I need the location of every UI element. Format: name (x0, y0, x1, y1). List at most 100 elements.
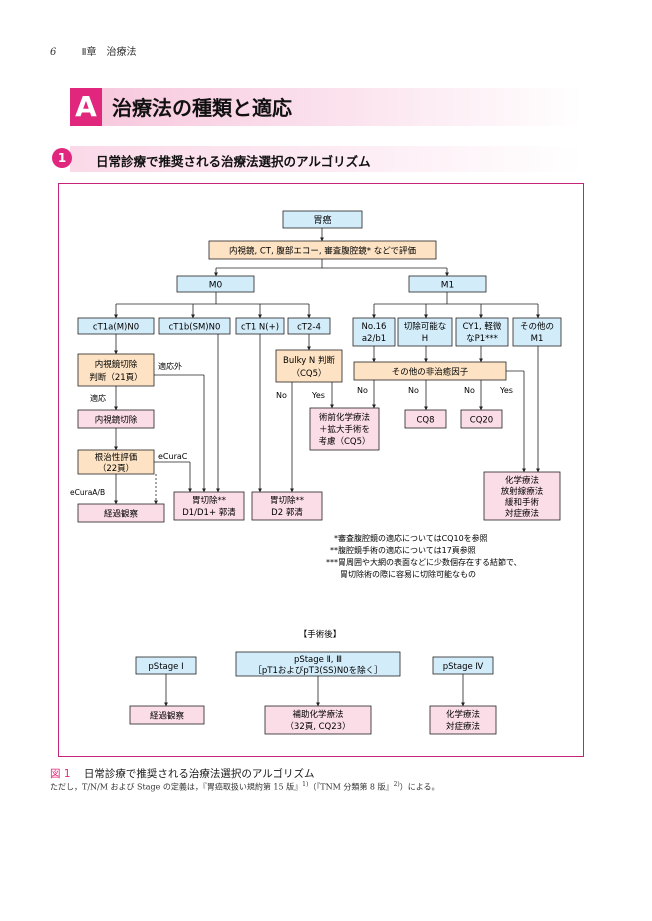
subsection-number-badge: 1 (52, 148, 72, 168)
m1-node: M1 (408, 275, 487, 293)
no16-node: No.16 a2/b1 (352, 317, 396, 347)
cq8-node: CQ8 (404, 409, 447, 429)
endo-judge-line1: 内視鏡切除 (95, 359, 138, 370)
preop-chemo-line2: ＋拡大手術を (319, 424, 370, 435)
other-factor-label: その他の非治癒因子 (392, 367, 469, 378)
preop-chemo-node: 術前化学療法 ＋拡大手術を 考慮（CQ5） (309, 407, 380, 451)
footnote-text-end: ）による。 (399, 782, 440, 792)
bulky-line1: Bulky N 判断 (283, 355, 335, 366)
factor-no-1: No (357, 386, 368, 395)
label-ecurac: eCuraC (158, 452, 188, 461)
footnote-ref-2: 2) (393, 781, 400, 788)
figure-caption: 図 1 日常診療で推奨される治療法選択のアルゴリズム (50, 766, 315, 781)
adjuvant-line1: 補助化学療法 (292, 709, 343, 720)
systemic-line3: 緩和手術 (505, 497, 540, 508)
gastrectomy-d2-node: 胃切除** D2 郭清 (251, 491, 323, 521)
postop-heading: 【手術後】 (299, 629, 342, 640)
other-m1-node: その他の M1 (512, 317, 562, 347)
section-band (70, 88, 582, 126)
resectable-h-line2: H (422, 334, 428, 344)
cy1-node: CY1, 軽微 なP1*** (455, 317, 509, 347)
curability-line2: （22頁） (98, 463, 134, 474)
section-letter-badge: A (70, 88, 102, 126)
note-1: *審査腹腔鏡の適応についてはCQ10を参照 (334, 533, 488, 543)
pstage4-label: pStage Ⅳ (443, 662, 484, 672)
factor-no-3: No (464, 386, 475, 395)
exam-node-label: 内視鏡, CT, 腹部エコー, 審査腹腔鏡* などで評価 (229, 246, 417, 257)
gastrectomy-d1-line2: D1/D1+ 郭清 (182, 507, 236, 518)
endo-resection-label: 内視鏡切除 (95, 415, 138, 426)
factor-yes: Yes (499, 386, 513, 395)
cq8-label: CQ8 (416, 416, 434, 426)
m0-node-label: M0 (209, 281, 223, 291)
note-3: ***胃周囲や大網の表面などに少数個存在する結節で、 (326, 557, 522, 567)
endo-resection-node: 内視鏡切除 (77, 409, 155, 429)
ct1b-node: cT1b(SM)N0 (158, 317, 231, 335)
gastrectomy-d2-line2: D2 郭清 (271, 507, 303, 518)
observation-node: 経過観察 (77, 503, 165, 523)
pstage4-node: pStage Ⅳ (432, 656, 494, 675)
page-number: 6 (50, 47, 57, 58)
bulky-no-label: No (276, 391, 287, 400)
pstage23-line1: pStage Ⅱ, Ⅲ (294, 655, 342, 665)
resectable-h-node: 切除可能な H (397, 317, 453, 347)
ct2-label: cT2-4 (297, 323, 321, 333)
adjuvant-node: 補助化学療法 （32頁, CQ23） (264, 705, 372, 735)
systemic-therapy-node: 化学療法 放射線療法 緩和手術 対症療法 (483, 471, 561, 521)
m0-node: M0 (176, 275, 255, 293)
figure-title: 日常診療で推奨される治療法選択のアルゴリズム (83, 768, 315, 780)
cq20-node: CQ20 (460, 409, 503, 429)
bulky-node: Bulky N 判断 （CQ5） (275, 349, 343, 383)
subsection-band (70, 146, 582, 172)
systemic-line2: 放射線療法 (501, 486, 544, 497)
footnote-text-start: ただし，T/N/M および Stage の定義は，『胃癌取扱い規約第 15 版』 (50, 782, 303, 792)
root-node-label: 胃癌 (313, 214, 331, 226)
cq20-label: CQ20 (470, 416, 493, 426)
ct2-node: cT2-4 (287, 317, 331, 335)
section-title: 治療法の種類と適応 (112, 96, 292, 120)
other-m1-line1: その他の (520, 321, 554, 332)
pstage1-node: pStage Ⅰ (135, 656, 197, 675)
ct1a-label: cT1a(M)N0 (93, 323, 139, 333)
observation-label: 経過観察 (104, 509, 139, 520)
ct1b-label: cT1b(SM)N0 (169, 323, 221, 333)
post-observation-label: 経過観察 (150, 711, 185, 722)
label-non-indication: 適応外 (158, 361, 182, 371)
figure-frame (58, 183, 584, 757)
curability-node: 根治性評価 （22頁） (77, 449, 155, 475)
preop-chemo-line3: 考慮（CQ5） (318, 436, 370, 447)
endo-judge-line2: 判断（21頁） (89, 372, 142, 383)
post-systemic-node: 化学療法 対症療法 (429, 705, 497, 735)
resectable-h-line1: 切除可能な (404, 321, 447, 332)
systemic-line4: 対症療法 (505, 508, 539, 519)
pstage23-node: pStage Ⅱ, Ⅲ ［pT1およびpT3(SS)N0を除く］ (235, 651, 401, 677)
post-systemic-line2: 対症療法 (446, 721, 480, 732)
footnote-ref-1: 1) (302, 781, 309, 788)
label-indication: 適応 (90, 393, 106, 403)
m1-node-label: M1 (441, 281, 455, 291)
flow-connectors (114, 228, 540, 707)
preop-chemo-line1: 術前化学療法 (319, 412, 370, 423)
subsection-title: 日常診療で推奨される治療法選択のアルゴリズム (96, 154, 371, 169)
bulky-yes-label: Yes (311, 391, 325, 400)
figure-footnote: ただし，T/N/M および Stage の定義は，『胃癌取扱い規約第 15 版』… (50, 781, 440, 793)
endo-judge-node: 内視鏡切除 判断（21頁） (77, 353, 155, 387)
pstage23-line2: ［pT1およびpT3(SS)N0を除く］ (253, 665, 382, 676)
factor-no-2: No (408, 386, 419, 395)
bulky-line2: （CQ5） (291, 368, 326, 379)
post-systemic-line1: 化学療法 (446, 709, 480, 720)
note-2: **腹腔鏡手術の適応については17頁参照 (330, 545, 476, 555)
chapter-title: Ⅱ章 治療法 (81, 47, 137, 58)
other-factor-node: その他の非治癒因子 (353, 361, 507, 381)
adjuvant-line2: （32頁, CQ23） (285, 721, 350, 732)
gastrectomy-d1-line1: 胃切除** (192, 495, 226, 506)
systemic-line1: 化学療法 (505, 475, 539, 486)
cy1-line1: CY1, 軽微 (463, 321, 502, 332)
ct1a-node: cT1a(M)N0 (77, 317, 155, 335)
post-observation-node: 経過観察 (129, 705, 205, 725)
gastrectomy-d2-line1: 胃切除** (270, 495, 304, 506)
note-4: 胃切除術の際に容易に切除可能なもの (340, 569, 476, 579)
flowchart-notes: *審査腹腔鏡の適応についてはCQ10を参照 **腹腔鏡手術の適応については17頁… (326, 533, 522, 579)
figure-label: 図 1 (50, 768, 71, 780)
curability-line1: 根治性評価 (95, 452, 138, 463)
